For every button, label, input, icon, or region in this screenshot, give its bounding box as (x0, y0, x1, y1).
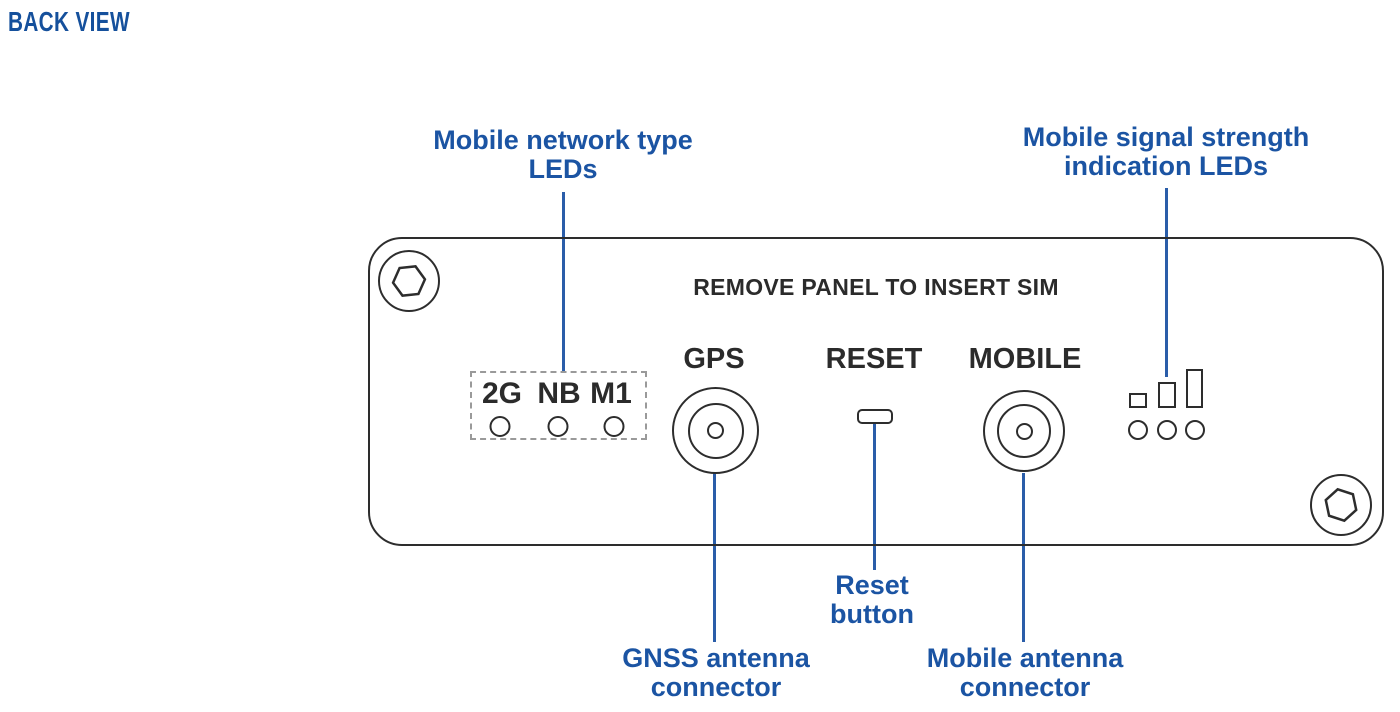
leader-line-reset-button (873, 424, 876, 570)
hex-socket-icon (391, 265, 427, 297)
callout-line: Mobile signal strength (1022, 122, 1310, 152)
callout-line: indication LEDs (1063, 151, 1269, 181)
mobile-port-label: MOBILE (968, 343, 1082, 375)
leader-line-signal-leds (1165, 188, 1168, 377)
callout-gnss-antenna-connector: GNSS antenna connector (586, 644, 846, 702)
led-label-2g: 2G (481, 377, 523, 410)
callout-line: GNSS antenna (622, 643, 810, 673)
leader-line-mobile-connector (1022, 473, 1025, 642)
callout-line: connector (959, 672, 1091, 702)
signal-led-3-icon (1185, 420, 1205, 440)
callout-line: Mobile network type (433, 125, 693, 155)
signal-bar-large-icon (1186, 369, 1203, 408)
hex-socket-icon (1324, 487, 1358, 523)
led-circle-2g-icon (489, 416, 511, 437)
callout-signal-strength-leds: Mobile signal strength indication LEDs (996, 123, 1336, 181)
callout-reset-button: Reset button (772, 571, 972, 629)
connector-ring (997, 404, 1051, 458)
sim-panel-notice: REMOVE PANEL TO INSERT SIM (693, 274, 1059, 300)
signal-led-2-icon (1157, 420, 1177, 440)
device-back-panel (368, 237, 1384, 546)
screw-icon-top-left (378, 250, 440, 312)
reset-port-label: RESET (825, 343, 923, 375)
callout-mobile-antenna-connector: Mobile antenna connector (895, 644, 1155, 702)
screw-icon-bottom-right (1310, 474, 1372, 536)
leader-line-network-leds (562, 192, 565, 371)
callout-line: LEDs (528, 154, 598, 184)
callout-line: Reset (835, 570, 909, 600)
callout-mobile-network-type-leds: Mobile network type LEDs (403, 126, 723, 184)
signal-bar-small-icon (1129, 393, 1147, 408)
gnss-antenna-connector (672, 387, 759, 474)
leader-line-gnss-connector (713, 473, 716, 642)
signal-bar-medium-icon (1158, 382, 1176, 408)
callout-line: connector (650, 672, 782, 702)
callout-line: button (830, 599, 914, 629)
led-circle-nb-icon (547, 416, 569, 437)
led-label-m1: M1 (590, 377, 632, 410)
led-circle-m1-icon (603, 416, 625, 437)
network-led-group (470, 371, 647, 440)
gps-port-label: GPS (683, 343, 745, 375)
connector-ring (687, 402, 744, 459)
led-label-nb: NB (537, 377, 581, 410)
page-title: BACK VIEW (8, 6, 130, 37)
signal-led-1-icon (1128, 420, 1148, 440)
reset-button-pinhole[interactable] (857, 409, 893, 424)
mobile-antenna-connector (983, 390, 1065, 472)
connector-pin-hole (707, 422, 724, 439)
callout-line: Mobile antenna (926, 643, 1124, 673)
connector-pin-hole (1015, 422, 1033, 440)
